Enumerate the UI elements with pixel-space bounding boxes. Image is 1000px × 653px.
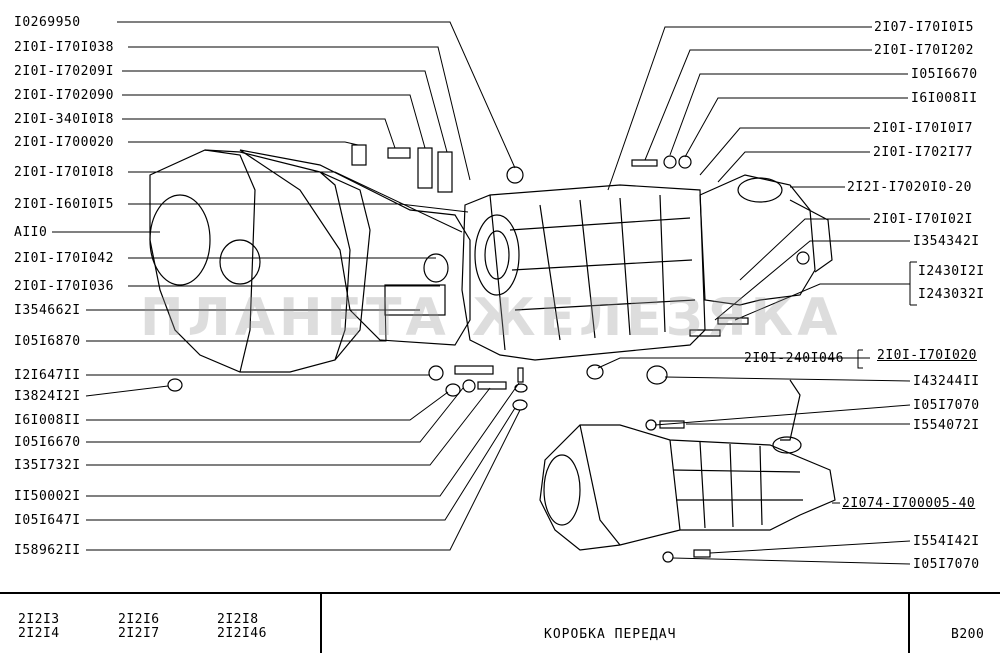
part-label-left: I05I6870	[14, 334, 81, 349]
part-label-right: I243032I	[918, 287, 985, 302]
part-label-right: 2I2I-I7020I0-20	[847, 180, 972, 195]
part-label-right: 2I0I-I70I0I7	[873, 121, 973, 136]
part-label-right: I6I008II	[911, 91, 978, 106]
gearbox-drawing	[52, 21, 917, 565]
rear-extension-shape	[699, 174, 816, 306]
part-label-right: I43244II	[913, 374, 980, 389]
assembled-gearbox-shape	[539, 424, 836, 551]
part-label-left: I2I647II	[14, 368, 81, 383]
part-label-right: 2I0I-I702I77	[873, 145, 973, 160]
part-label-left: 2I0I-340I0I8	[14, 112, 114, 127]
parts-diagram: ПЛАНЕТА ЖЕЛЕЗЯКА I0269950 2I0I-I70I038 2…	[14, 15, 985, 572]
part-label-right: I554I42I	[913, 534, 980, 549]
part-label-left: I3824I2I	[14, 389, 81, 404]
sheet-title: КОРОБКА ПЕРЕДАЧ	[544, 627, 677, 642]
title-block: 2I2I3 2I2I4 2I2I6 2I2I7 2I2I8 2I2I46 КОР…	[0, 592, 1000, 653]
main-case-shape	[461, 184, 706, 361]
part-label-right: 2I0I-I70I020	[877, 348, 977, 363]
part-label-right: 2I074-I700005-40	[842, 496, 976, 511]
part-label-right: I05I6670	[911, 67, 978, 82]
part-label-right: I554072I	[913, 418, 980, 433]
part-label-left: 2I0I-I700020	[14, 135, 114, 150]
front-cover-shape	[239, 149, 471, 346]
part-label-right: I05I7070	[913, 557, 980, 572]
part-label-left: 2I0I-I70I036	[14, 279, 114, 294]
part-label-left: 2I0I-I70I038	[14, 40, 114, 55]
part-label-right: 2I07-I70I0I5	[874, 20, 974, 35]
part-label-left: I354662I	[14, 303, 81, 318]
part-label-left: I0269950	[14, 15, 81, 30]
part-label-right: I354342I	[913, 234, 980, 249]
model-code: 2I2I46	[217, 626, 267, 641]
divider	[320, 594, 322, 653]
model-code: 2I2I3	[18, 612, 60, 627]
part-label-left: 2I0I-I70209I	[14, 64, 114, 79]
part-label-left: I35I732I	[14, 458, 81, 473]
part-label-left: 2I0I-I70I042	[14, 251, 114, 266]
model-code: 2I2I6	[118, 612, 160, 627]
part-label-right: 2I0I-I70I02I	[873, 212, 973, 227]
part-label-left: AII0	[14, 225, 48, 240]
part-label-left: I05I6670	[14, 435, 81, 450]
model-code: 2I2I8	[217, 612, 259, 627]
part-label-left: I6I008II	[14, 413, 81, 428]
applicability-codes: 2I2I3 2I2I4 2I2I6 2I2I7 2I2I8 2I2I46	[0, 594, 320, 653]
part-label-right: 2I0I-240I046	[744, 351, 844, 366]
part-label-right: 2I0I-I70I202	[874, 43, 974, 58]
part-label-left: I05I647I	[14, 513, 81, 528]
model-code: 2I2I7	[118, 626, 160, 641]
part-label-right: I2430I2I	[918, 264, 985, 279]
part-label-right: I05I7070	[913, 398, 980, 413]
divider	[908, 594, 910, 653]
sheet-number: B200	[951, 627, 985, 642]
part-label-left: 2I0I-I60I0I5	[14, 197, 114, 212]
model-code: 2I2I4	[18, 626, 60, 641]
part-label-left: II50002I	[14, 489, 81, 504]
part-label-left: 2I0I-I70I0I8	[14, 165, 114, 180]
part-label-left: 2I0I-I702090	[14, 88, 114, 103]
part-label-left: I58962II	[14, 543, 81, 558]
